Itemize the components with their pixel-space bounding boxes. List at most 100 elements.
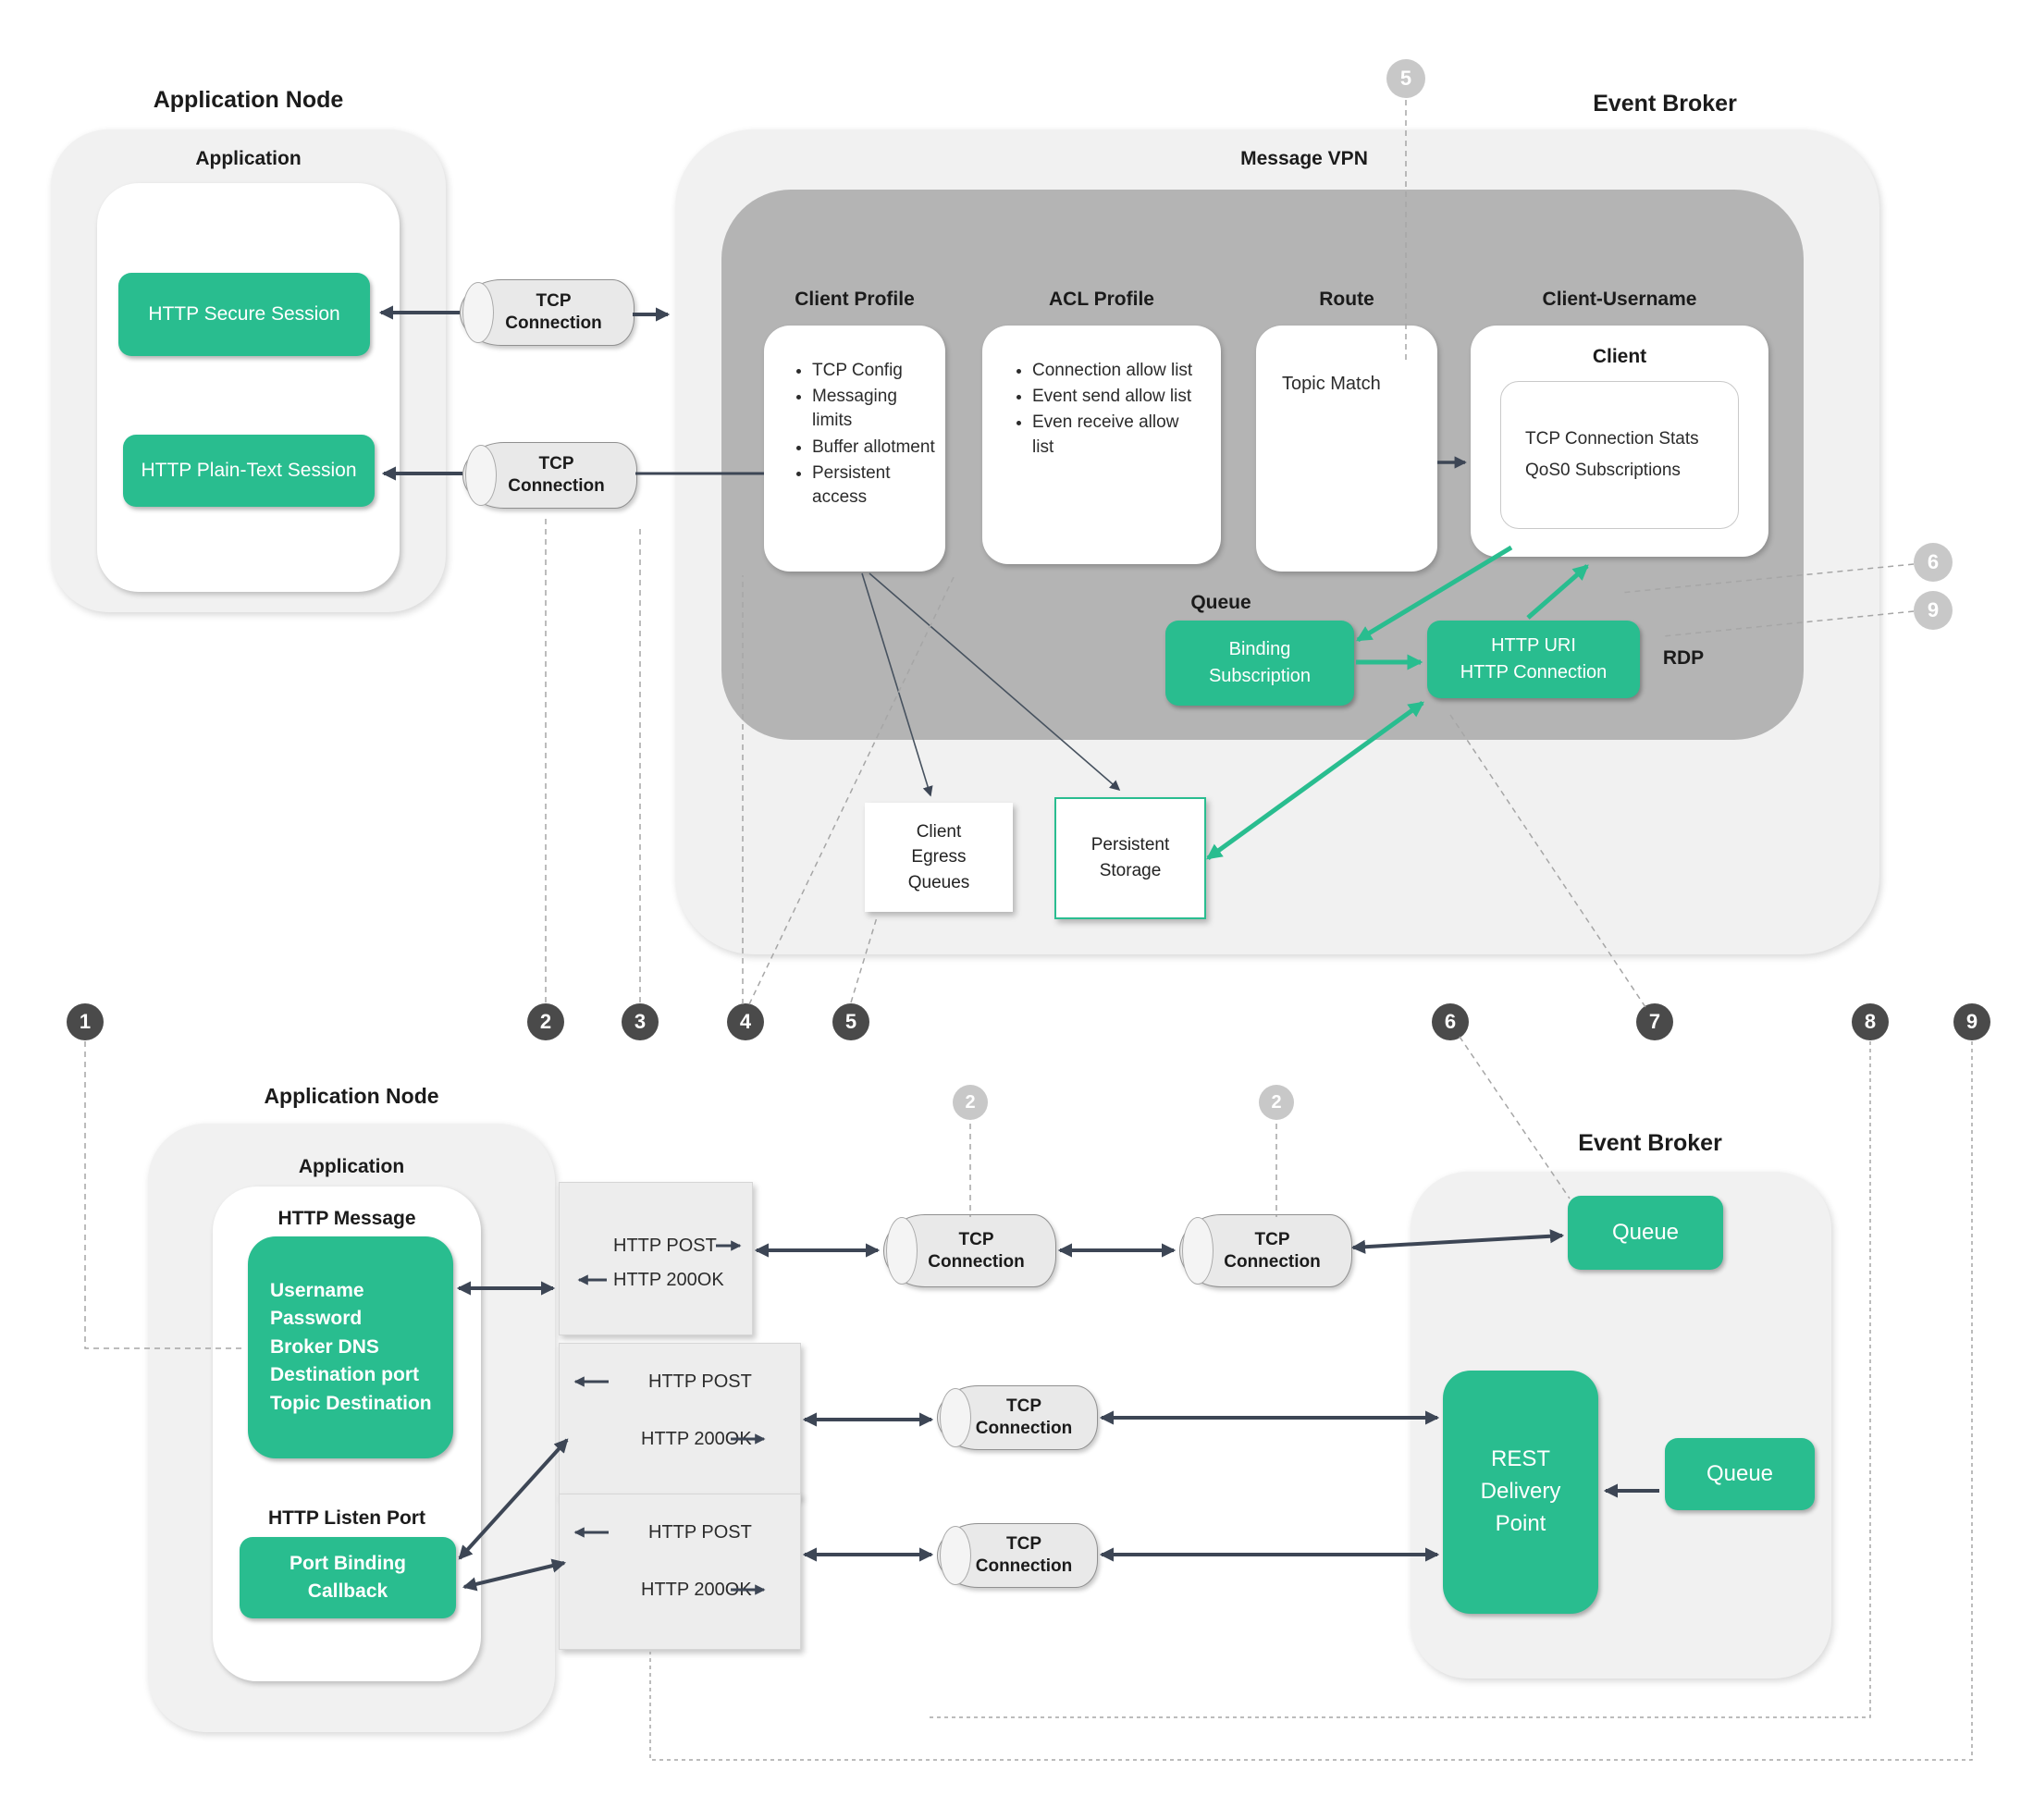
http-post-box-2: HTTP POST HTTP 200OK [559, 1343, 801, 1498]
list-item: TCP Connection Stats [1525, 429, 1699, 449]
http-post-box-1: HTTP POST HTTP 200OK [559, 1182, 753, 1335]
list-item: Binding [1228, 639, 1291, 659]
bottom-event-broker-title: Event Broker [1578, 1130, 1722, 1156]
top-app-inner-box [97, 183, 400, 592]
queue-2-label: Queue [1706, 1461, 1774, 1486]
queue-label: Queue [1190, 592, 1251, 613]
http-post-text: HTTP POST [648, 1371, 752, 1392]
callout-4: 4 [727, 1003, 764, 1040]
queue-box-2: Queue [1665, 1438, 1815, 1510]
tcp-connection-cylinder-3: TCP Connection [883, 1214, 1056, 1287]
callout-7: 7 [1636, 1003, 1673, 1040]
tcp-connection-label: TCP Connection [928, 1229, 1025, 1272]
queue-box-1: Queue [1568, 1196, 1723, 1270]
list-item: Subscription [1208, 666, 1312, 686]
client-profile-list: TCP ConfigMessaging limitsBuffer allotme… [792, 359, 936, 510]
list-item: Buffer allotment [812, 436, 936, 460]
client-profile-title: Client Profile [795, 289, 915, 310]
callout-light-2b: 2 [1259, 1085, 1294, 1120]
client-label: Client [1592, 346, 1647, 367]
list-item: Persistent access [812, 461, 936, 510]
list-item: Password [270, 1308, 363, 1330]
list-item: Topic Destination [270, 1392, 432, 1414]
http-post-text: HTTP POST [613, 1236, 717, 1256]
cylinder-cap [886, 1217, 918, 1285]
list-item: Connection allow list [1032, 359, 1204, 383]
cylinder-cap [465, 445, 497, 506]
route-title: Route [1319, 289, 1374, 310]
tcp-connection-label: TCP Connection [1224, 1229, 1321, 1272]
list-item: QoS0 Subscriptions [1525, 461, 1681, 480]
list-item: Even receive allow list [1032, 411, 1204, 459]
list-item: Event send allow list [1032, 385, 1204, 409]
http-post-box-3: HTTP POST HTTP 200OK [559, 1494, 801, 1650]
top-app-label: Application [195, 148, 302, 169]
list-item: TCP Config [812, 359, 936, 383]
tcp-connection-label: TCP Connection [508, 454, 605, 496]
http-200ok-text: HTTP 200OK [641, 1429, 752, 1449]
callout-1: 1 [67, 1003, 104, 1040]
tcp-connection-cylinder-2: TCP Connection [462, 442, 637, 509]
list-item: Destination port [270, 1364, 419, 1386]
list-item: Messaging limits [812, 385, 936, 433]
list-item: HTTP Connection [1460, 662, 1608, 682]
list-item: Delivery [1480, 1479, 1561, 1505]
top-app-node-title: Application Node [153, 87, 344, 113]
list-item: Username [270, 1279, 364, 1301]
list-item: Point [1495, 1510, 1546, 1536]
tcp-connection-cylinder-6: TCP Connection [937, 1523, 1098, 1588]
route-body: Topic Match [1282, 374, 1381, 394]
queue-1-label: Queue [1611, 1220, 1680, 1245]
http-listen-port-label: HTTP Listen Port [268, 1507, 425, 1529]
list-item: Broker DNS [270, 1335, 379, 1358]
list-item: Port Binding [290, 1552, 406, 1574]
route-box: Topic Match [1256, 326, 1437, 572]
cylinder-cap [462, 282, 494, 343]
http-plain-session-box: HTTP Plain-Text Session [123, 435, 375, 507]
callout-3: 3 [622, 1003, 659, 1040]
callout-2: 2 [527, 1003, 564, 1040]
callout-light-2a: 2 [953, 1085, 988, 1120]
acl-profile-list: Connection allow listEvent send allow li… [1012, 359, 1204, 460]
tcp-connection-label: TCP Connection [975, 1396, 1073, 1438]
list-item: REST [1490, 1446, 1550, 1472]
http-200ok-text: HTTP 200OK [641, 1580, 752, 1600]
client-username-title: Client-Username [1542, 289, 1697, 310]
callout-light-9: 9 [1914, 591, 1953, 630]
tcp-connection-cylinder-1: TCP Connection [460, 279, 635, 346]
tcp-connection-cylinder-4: TCP Connection [1179, 1214, 1352, 1287]
callout-5: 5 [832, 1003, 869, 1040]
callout-8: 8 [1852, 1003, 1889, 1040]
bottom-app-label: Application [298, 1156, 405, 1177]
list-item: Persistent [1090, 835, 1170, 855]
callout-6: 6 [1432, 1003, 1469, 1040]
cylinder-cap [1182, 1217, 1214, 1285]
http-200ok-text: HTTP 200OK [613, 1270, 724, 1290]
list-item: Egress [911, 847, 967, 867]
http-post-text: HTTP POST [648, 1522, 752, 1543]
http-secure-session-box: HTTP Secure Session [118, 273, 370, 356]
acl-profile-box: Connection allow listEvent send allow li… [982, 326, 1221, 564]
acl-profile-title: ACL Profile [1049, 289, 1154, 310]
list-item: HTTP URI [1491, 635, 1576, 656]
list-item: Callback [307, 1580, 388, 1602]
callout-9: 9 [1953, 1003, 1990, 1040]
http-message-label: HTTP Message [277, 1208, 416, 1229]
rdp-label: RDP [1662, 647, 1705, 669]
list-item: Storage [1099, 861, 1162, 880]
client-profile-box: TCP ConfigMessaging limitsBuffer allotme… [764, 326, 945, 572]
